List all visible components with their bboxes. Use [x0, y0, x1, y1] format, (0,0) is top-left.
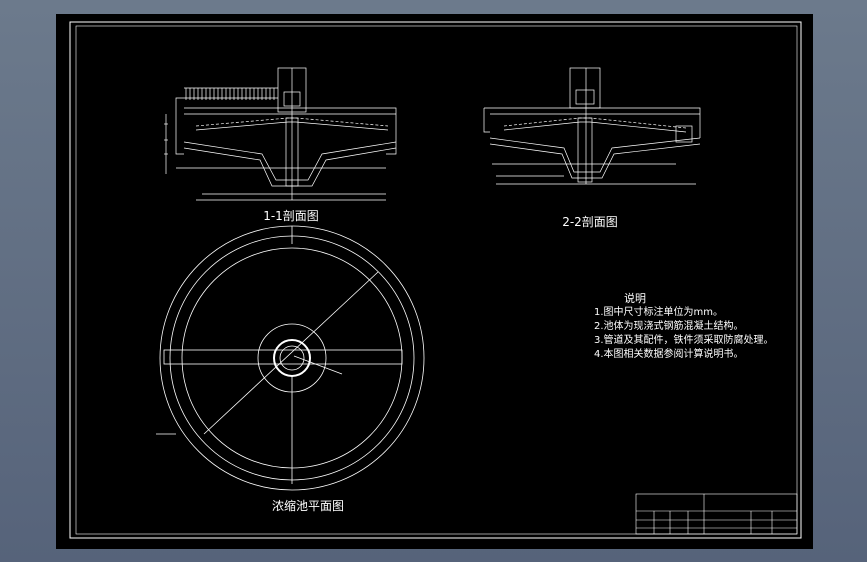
note-item-2: 2.池体为现浇式钢筋混凝土结构。 [594, 321, 744, 332]
scraper-rack [184, 87, 278, 100]
section-1-1 [164, 67, 397, 201]
plan-view-title: 浓缩池平面图 [272, 498, 344, 513]
cad-drawing-canvas[interactable]: 1-1剖面图 2-2剖面图 浓缩池平面图 [56, 14, 813, 549]
note-item-3: 3.管道及其配件，铁件须采取防腐处理。 [594, 335, 774, 346]
note-item-4: 4.本图相关数据参阅计算说明书。 [594, 349, 744, 360]
section-2-2-title: 2-2剖面图 [562, 215, 618, 229]
section-2-2 [483, 67, 701, 185]
sheet-outer-border [69, 21, 802, 539]
notes-heading: 说明 [624, 292, 646, 305]
section-1-1-title: 1-1剖面图 [263, 209, 319, 223]
thickener-plan-view [156, 225, 425, 491]
note-item-1: 1.图中尺寸标注单位为mm。 [594, 307, 724, 318]
sheet-inner-border [75, 25, 798, 535]
title-block [635, 493, 798, 535]
drawing-viewport[interactable]: 1-1剖面图 2-2剖面图 浓缩池平面图 说明 1.图中尺寸标注单位为mm。 2… [56, 14, 813, 549]
